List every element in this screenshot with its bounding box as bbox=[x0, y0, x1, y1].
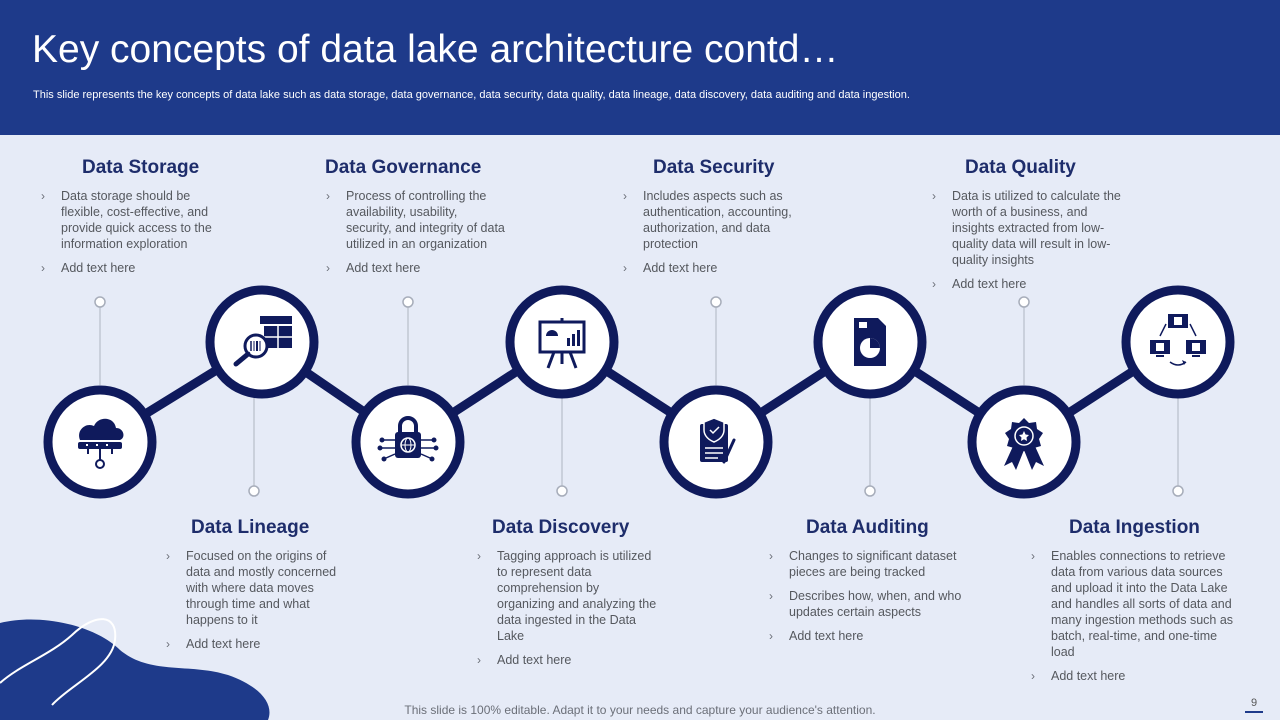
list-item: › Tagging approach is utilized to represe… bbox=[477, 548, 657, 644]
chevron-right-icon: › bbox=[166, 549, 170, 563]
concept-bullets-data-discovery: › Tagging approach is utilized to represe… bbox=[477, 548, 657, 676]
chevron-right-icon: › bbox=[326, 261, 330, 275]
bullet-text: Data is utilized to calculate the worth … bbox=[952, 189, 1121, 267]
slide-subtitle: This slide represents the key concepts o… bbox=[33, 89, 910, 101]
bullet-text: Add text here bbox=[186, 637, 261, 651]
concept-heading-data-auditing: Data Auditing bbox=[806, 517, 929, 538]
list-item: › Enables connections to retrieve data fr… bbox=[1031, 548, 1236, 660]
list-item: › Add text here bbox=[477, 652, 657, 668]
connected-computers-icon bbox=[1150, 314, 1206, 366]
decorative-wave bbox=[0, 618, 270, 720]
bullet-text: Add text here bbox=[643, 261, 718, 275]
list-item: › Process of controlling the availability… bbox=[326, 188, 506, 252]
list-item: › Add text here bbox=[326, 260, 506, 276]
chevron-right-icon: › bbox=[166, 637, 170, 651]
bullet-text: Tagging approach is utilized to represen… bbox=[497, 549, 657, 643]
concept-heading-data-lineage: Data Lineage bbox=[191, 517, 310, 538]
chevron-right-icon: › bbox=[477, 549, 481, 563]
list-item: › Add text here bbox=[932, 276, 1122, 292]
lock-network-icon bbox=[377, 416, 439, 462]
barcode-inspection-icon bbox=[233, 316, 292, 367]
cloud-database-icon bbox=[78, 418, 124, 469]
chevron-right-icon: › bbox=[932, 277, 936, 291]
concept-bullets-data-security: › Includes aspects such as authentication… bbox=[623, 188, 813, 284]
chevron-right-icon: › bbox=[932, 189, 936, 203]
concept-heading-data-storage: Data Storage bbox=[82, 157, 200, 178]
list-item: › Add text here bbox=[166, 636, 351, 652]
chevron-right-icon: › bbox=[1031, 549, 1035, 563]
list-item: › Data is utilized to calculate the worth… bbox=[932, 188, 1122, 268]
concept-bullets-data-lineage: › Focused on the origins of data and most… bbox=[166, 548, 351, 660]
list-item: › Describes how, when, and who updates ce… bbox=[769, 588, 969, 620]
list-item: › Focused on the origins of data and most… bbox=[166, 548, 351, 628]
bullet-text: Includes aspects such as authentication,… bbox=[643, 189, 792, 251]
shield-document-icon bbox=[700, 417, 736, 464]
bullet-text: Describes how, when, and who updates cer… bbox=[789, 589, 962, 619]
bullet-text: Add text here bbox=[952, 277, 1027, 291]
chevron-right-icon: › bbox=[623, 189, 627, 203]
concept-bullets-data-storage: › Data storage should be flexible, cost-e… bbox=[41, 188, 231, 284]
slide-title: Key concepts of data lake architecture c… bbox=[32, 28, 839, 71]
concept-bullets-data-governance: › Process of controlling the availability… bbox=[326, 188, 506, 284]
list-item: › Add text here bbox=[41, 260, 231, 276]
list-item: › Add text here bbox=[769, 628, 969, 644]
chevron-right-icon: › bbox=[41, 261, 45, 275]
bullet-text: Add text here bbox=[346, 261, 421, 275]
chevron-right-icon: › bbox=[326, 189, 330, 203]
chevron-right-icon: › bbox=[769, 589, 773, 603]
chevron-right-icon: › bbox=[769, 629, 773, 643]
concept-heading-data-ingestion: Data Ingestion bbox=[1069, 517, 1200, 538]
bullet-text: Add text here bbox=[789, 629, 864, 643]
leader-dots bbox=[94, 296, 1184, 497]
list-item: › Changes to significant dataset pieces a… bbox=[769, 548, 969, 580]
timeline-diagram bbox=[0, 285, 1235, 720]
bullet-text: Add text here bbox=[61, 261, 136, 275]
concept-bullets-data-auditing: › Changes to significant dataset pieces a… bbox=[769, 548, 969, 652]
list-item: › Includes aspects such as authentication… bbox=[623, 188, 813, 252]
report-chart-icon bbox=[854, 318, 886, 366]
chevron-right-icon: › bbox=[477, 653, 481, 667]
page-number: 9 bbox=[1245, 697, 1263, 713]
concept-bullets-data-quality: › Data is utilized to calculate the worth… bbox=[932, 188, 1122, 300]
bullet-text: Focused on the origins of data and mostl… bbox=[186, 549, 337, 627]
concept-heading-data-governance: Data Governance bbox=[325, 157, 482, 178]
leader-lines bbox=[99, 307, 1179, 487]
chevron-right-icon: › bbox=[623, 261, 627, 275]
concept-heading-data-security: Data Security bbox=[653, 157, 775, 178]
bullet-text: Data storage should be flexible, cost-ef… bbox=[61, 189, 212, 251]
concept-bullets-data-ingestion: › Enables connections to retrieve data fr… bbox=[1031, 548, 1236, 692]
diagram-area: Data Storage › Data storage should be fle… bbox=[0, 135, 1280, 720]
award-badge-icon bbox=[1004, 418, 1044, 470]
bullet-text: Process of controlling the availability,… bbox=[346, 189, 505, 251]
list-item: › Data storage should be flexible, cost-e… bbox=[41, 188, 231, 252]
footer-note: This slide is 100% editable. Adapt it to… bbox=[404, 703, 876, 717]
chevron-right-icon: › bbox=[769, 549, 773, 563]
chevron-right-icon: › bbox=[1031, 669, 1035, 683]
list-item: › Add text here bbox=[623, 260, 813, 276]
concept-heading-data-quality: Data Quality bbox=[965, 157, 1076, 178]
bullet-text: Changes to significant dataset pieces ar… bbox=[789, 549, 957, 579]
presentation-board-icon bbox=[538, 318, 586, 369]
bullet-text: Enables connections to retrieve data fro… bbox=[1051, 549, 1234, 659]
concept-heading-data-discovery: Data Discovery bbox=[492, 517, 630, 538]
chevron-right-icon: › bbox=[41, 189, 45, 203]
bullet-text: Add text here bbox=[1051, 669, 1126, 683]
title-bar: Key concepts of data lake architecture c… bbox=[0, 0, 1280, 135]
bullet-text: Add text here bbox=[497, 653, 572, 667]
list-item: › Add text here bbox=[1031, 668, 1236, 684]
